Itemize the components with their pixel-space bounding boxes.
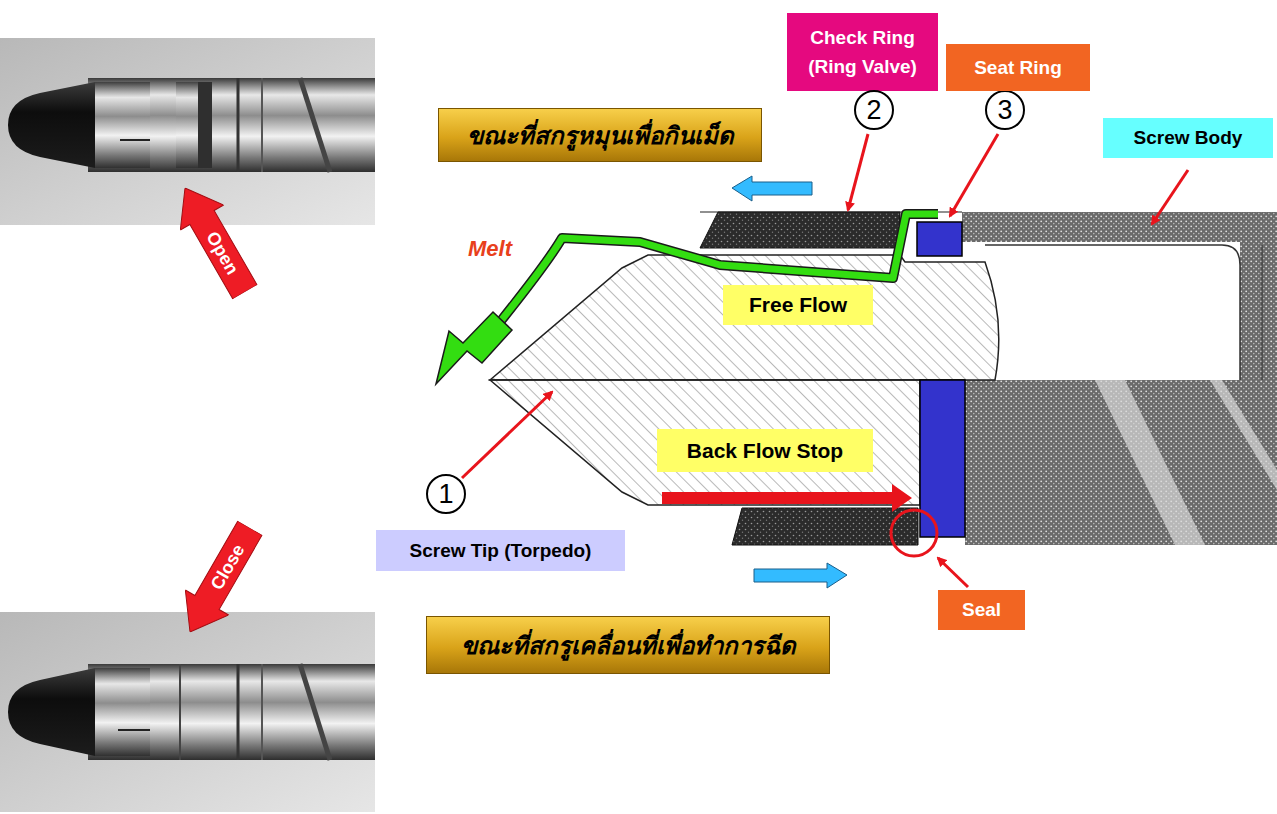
node-text: 2 bbox=[866, 95, 881, 126]
callout-number: 3 bbox=[985, 90, 1025, 130]
flow-label: Free Flow bbox=[723, 285, 873, 325]
part-label: Seal bbox=[938, 590, 1025, 630]
node-text: ขณะที่สกรูหมุนเพื่อกินเม็ด bbox=[467, 116, 734, 155]
node-text: Seal bbox=[962, 599, 1001, 621]
seal-ring-mark bbox=[891, 510, 937, 556]
motion-arrow bbox=[754, 563, 847, 588]
node-text: Screw Tip (Torpedo) bbox=[410, 540, 592, 562]
backflow-arrow bbox=[662, 484, 912, 512]
part-label: Check Ring (Ring Valve) bbox=[787, 13, 938, 91]
state-banner: ขณะที่สกรูหมุนเพื่อกินเม็ด bbox=[438, 108, 762, 162]
melt-flow bbox=[436, 214, 938, 384]
node-text: ขณะที่สกรูเคลื่อนที่เพื่อทำการฉีด bbox=[461, 626, 796, 665]
flow-label: Back Flow Stop bbox=[657, 429, 873, 472]
screw-section bbox=[490, 212, 1277, 545]
callout-number: 2 bbox=[854, 90, 894, 130]
photo-close bbox=[0, 612, 375, 812]
node-text: 3 bbox=[997, 95, 1012, 126]
state-banner: ขณะที่สกรูเคลื่อนที่เพื่อทำการฉีด bbox=[426, 616, 830, 674]
node-text: Screw Body bbox=[1134, 127, 1243, 149]
part-label: Screw Tip (Torpedo) bbox=[376, 530, 625, 571]
node-text: Seat Ring bbox=[974, 57, 1062, 79]
node-text: 1 bbox=[438, 479, 453, 510]
part-label: Screw Body bbox=[1103, 118, 1273, 158]
motion-arrow bbox=[732, 176, 812, 201]
leader-lines bbox=[462, 134, 1188, 587]
flow-label: Melt bbox=[468, 236, 512, 262]
node-text: Check Ring (Ring Valve) bbox=[795, 23, 930, 82]
arrow-shape bbox=[168, 516, 271, 645]
part-label: Seat Ring bbox=[946, 44, 1090, 91]
node-text: Back Flow Stop bbox=[687, 439, 843, 463]
callout-number: 1 bbox=[426, 474, 466, 514]
node-text: Free Flow bbox=[749, 293, 847, 317]
arrow-shape bbox=[163, 176, 266, 305]
